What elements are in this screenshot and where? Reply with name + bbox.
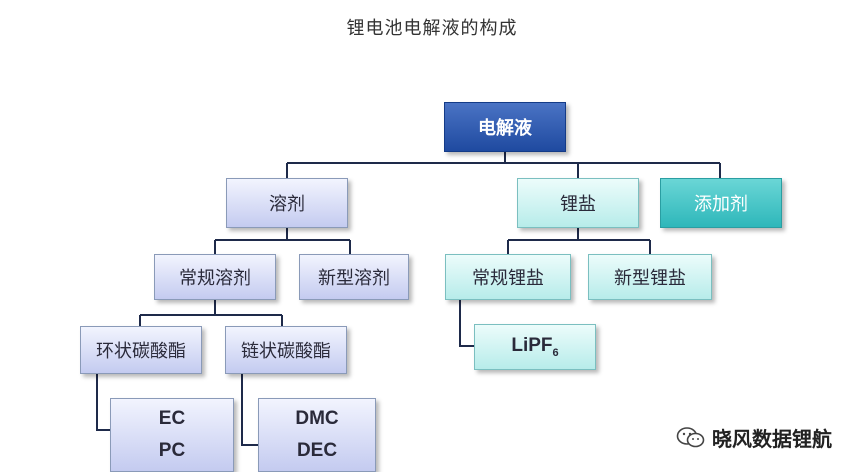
node-ec-pc: EC PC (110, 398, 234, 472)
lipf6-subscript: 6 (552, 346, 559, 359)
node-lithium-salt: 锂盐 (517, 178, 639, 228)
node-additive: 添加剂 (660, 178, 782, 228)
connector-common-solvent (139, 300, 283, 326)
watermark-text: 晓风数据锂航 (712, 427, 832, 451)
node-dmc-dec: DMC DEC (258, 398, 376, 472)
label-dec: DEC (296, 440, 338, 461)
node-chain-carbonate: 链状碳酸酯 (225, 326, 347, 374)
node-new-salt: 新型锂盐 (588, 254, 712, 300)
watermark: 晓风数据锂航 (676, 423, 832, 452)
node-common-salt: 常规锂盐 (445, 254, 571, 300)
node-lipf6: LiPF6 (474, 324, 596, 370)
connector-chain (241, 374, 258, 446)
node-common-solvent: 常规溶剂 (154, 254, 276, 300)
label-dmc: DMC (295, 408, 339, 429)
node-electrolyte: 电解液 (444, 102, 566, 152)
connector-salt (507, 228, 651, 254)
diagram-title: 锂电池电解液的构成 (346, 18, 518, 39)
wechat-icon (676, 426, 705, 447)
label-ec: EC (158, 408, 186, 429)
connector-common-salt (459, 300, 474, 347)
node-cyclic-carbonate: 环状碳酸酯 (80, 326, 202, 374)
node-new-solvent: 新型溶剂 (299, 254, 409, 300)
node-solvent: 溶剂 (226, 178, 348, 228)
connector-root (286, 152, 721, 178)
connector-solvent (214, 228, 351, 254)
connector-cyclic (96, 374, 110, 431)
label-pc: PC (158, 440, 186, 461)
